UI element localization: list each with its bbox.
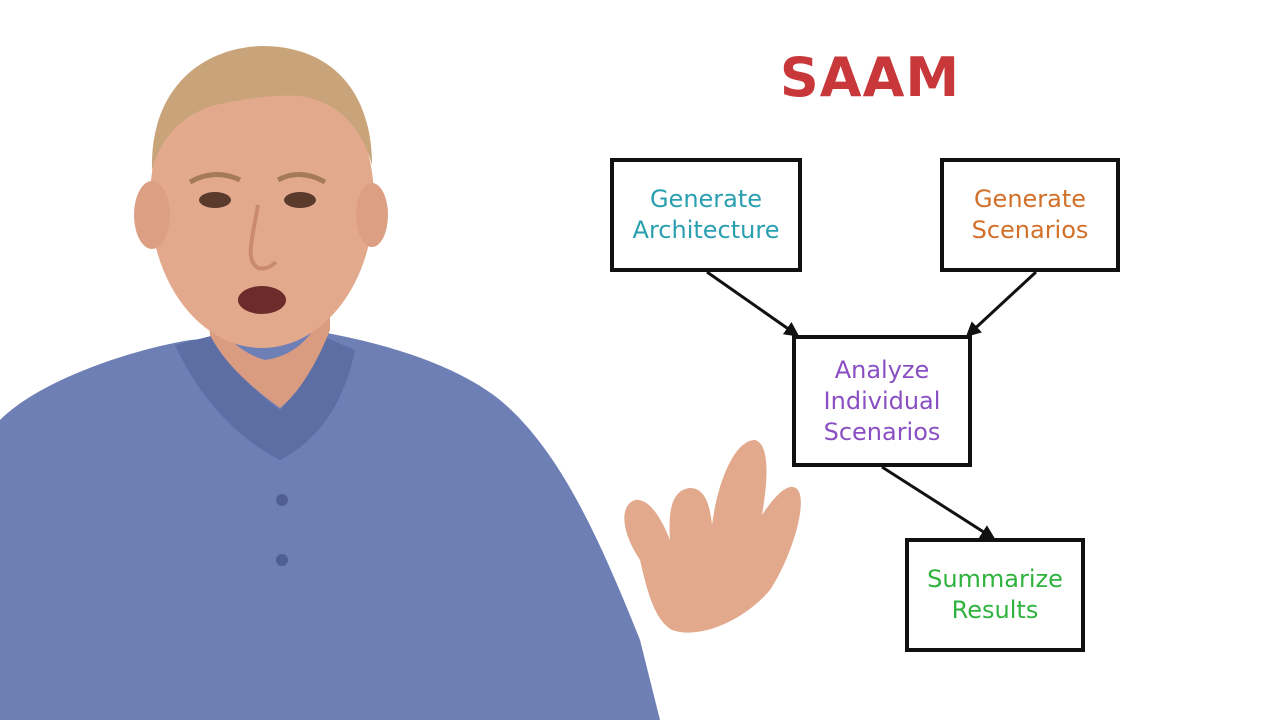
node-label-line: Results: [951, 596, 1039, 624]
node-label-line: Architecture: [632, 216, 780, 244]
node-summarize-results: Summarize Results: [905, 538, 1085, 652]
shirt-button-icon: [276, 554, 288, 566]
node-label-line: Scenarios: [971, 216, 1089, 244]
presenter-ear: [356, 183, 388, 247]
node-label-line: Generate: [973, 185, 1087, 213]
node-analyze-individual-scenarios: Analyze Individual Scenarios: [792, 335, 972, 467]
arrow-analyze-to-summarize: [881, 465, 996, 540]
presenter-figure: [0, 46, 801, 720]
node-generate-architecture: Generate Architecture: [610, 158, 802, 272]
node-label-line: Generate: [649, 185, 763, 213]
diagram-title: SAAM: [779, 46, 961, 109]
presenter-neck: [205, 280, 330, 408]
presenter-brow: [276, 172, 327, 185]
presenter-hair: [151, 46, 372, 170]
node-label-line: Individual: [823, 386, 941, 415]
presenter-brow: [188, 172, 242, 185]
presenter-nose: [248, 204, 278, 271]
presenter-eye: [284, 192, 316, 208]
presenter-eye: [199, 192, 231, 208]
presenter-mouth: [238, 286, 286, 314]
node-label-line: Summarize: [927, 565, 1063, 593]
node-label-line: Analyze: [834, 355, 930, 384]
shirt-button-icon: [276, 494, 288, 506]
presenter-hand: [624, 440, 801, 633]
presenter-shirt: [0, 330, 660, 720]
arrow-scenarios-to-analyze: [965, 270, 1038, 338]
node-label-line: Scenarios: [823, 417, 941, 446]
presenter-ear: [134, 181, 170, 249]
presenter-head: [150, 52, 374, 348]
node-generate-scenarios: Generate Scenarios: [940, 158, 1120, 272]
